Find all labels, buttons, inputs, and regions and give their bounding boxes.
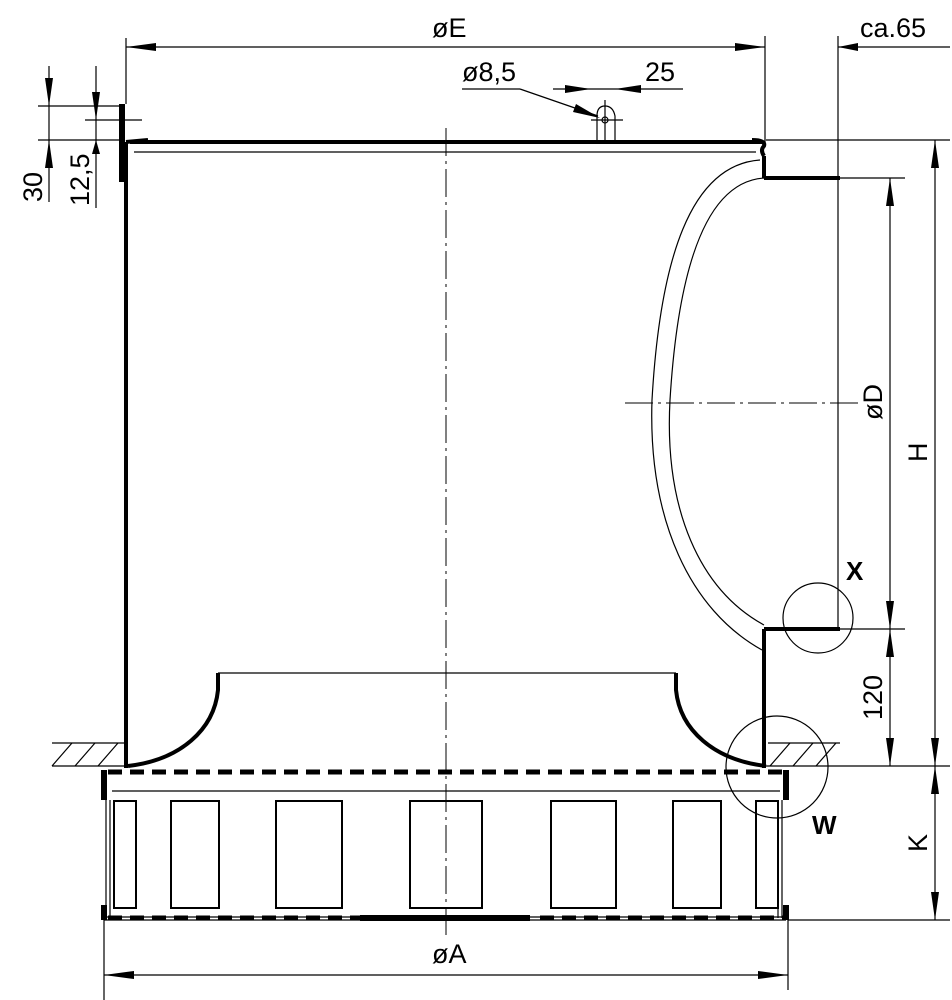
base-opening <box>113 800 137 909</box>
base-opening <box>550 800 617 909</box>
dimension-outlet-diameter-D: øD <box>840 177 905 630</box>
label-base-height-K: K <box>903 834 933 852</box>
label-outlet-diameter: øD <box>858 384 888 420</box>
dimension-height-H: H <box>766 139 950 766</box>
detail-marker-x[interactable]: X <box>782 556 864 654</box>
base-opening <box>170 800 220 909</box>
label-lug-width: 25 <box>645 57 675 87</box>
label-outlet-offset: 120 <box>858 675 888 720</box>
label-height-H: H <box>903 443 933 463</box>
label-detail-w: W <box>812 810 837 840</box>
dimension-base-height-K: K <box>788 766 950 921</box>
mounting-lug <box>591 100 623 140</box>
dimension-clearance: ca.65 <box>837 13 950 629</box>
base-frame <box>101 769 789 921</box>
label-base-diameter-A: øA <box>432 939 467 969</box>
base-opening <box>275 800 343 909</box>
dimension-hole-lug: ø8,5 25 <box>462 57 683 118</box>
base-opening <box>672 800 722 909</box>
label-diameter-E: øE <box>432 13 467 43</box>
label-flange-inner: 12,5 <box>65 153 95 206</box>
dimension-base-diameter-A: øA <box>103 920 789 1000</box>
dimension-outlet-offset: 120 <box>766 629 950 767</box>
dimension-diameter-E: øE <box>125 13 766 142</box>
label-clearance: ca.65 <box>860 13 926 43</box>
label-detail-x: X <box>846 556 864 586</box>
base-opening <box>755 800 779 909</box>
detail-marker-w[interactable]: W <box>725 715 837 840</box>
label-flange-total: 30 <box>18 172 48 202</box>
dimension-flange-heights: 30 12,5 <box>18 66 142 208</box>
label-hole-diameter: ø8,5 <box>462 57 516 87</box>
housing-body <box>119 104 840 768</box>
